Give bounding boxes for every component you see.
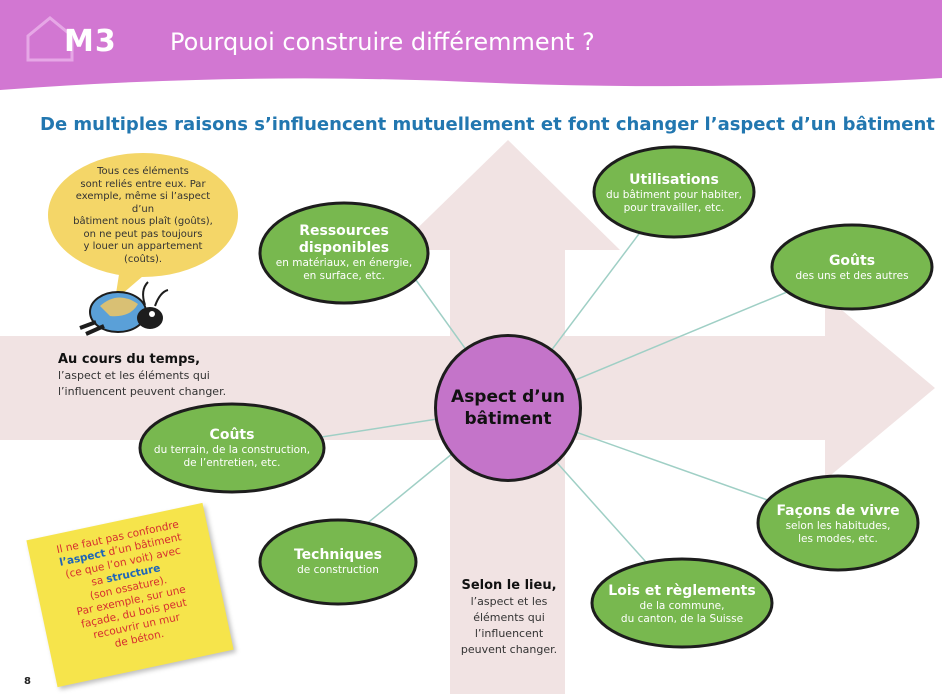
bubble-techniques-shape: [258, 518, 418, 606]
module-badge: M3: [64, 24, 117, 59]
sticky-note-text: Il ne faut pas confondre l’aspect d’un b…: [38, 515, 219, 663]
bubble-couts: Coûts du terrain, de la construction, de…: [142, 406, 322, 490]
time-text: Au cours du temps, l’aspect et les éléme…: [58, 352, 278, 400]
bubble-desc: de l’entretien, etc.: [183, 456, 281, 469]
bug-character: [79, 281, 169, 336]
center-line2: bâtiment: [464, 409, 552, 429]
bubble-desc: du terrain, de la construction,: [153, 443, 311, 456]
bubble-title: Techniques: [293, 547, 383, 563]
page-title: Pourquoi construire différemment ?: [170, 28, 595, 56]
time-text-heading: Au cours du temps: [58, 352, 196, 367]
speech-line: sont reliés entre eux. Par: [80, 178, 206, 190]
time-text-line: l’aspect et les éléments qui: [58, 369, 210, 382]
bubble-facons: Façons de vivre selon les habitudes, les…: [760, 480, 916, 568]
bubble-desc: en matériaux, en énergie,: [275, 257, 413, 269]
bubble-ressources: Ressources disponibles en matériaux, en …: [262, 205, 426, 301]
speech-line: bâtiment nous plaît (goûts),: [73, 216, 213, 227]
bubble-desc: du bâtiment pour habiter,: [606, 188, 742, 201]
bubble-utilisations: Utilisations du bâtiment pour habiter, p…: [596, 150, 752, 236]
place-text-line: peuvent changer.: [460, 643, 558, 656]
place-text-comma: ,: [551, 578, 557, 593]
bubble-title: disponibles: [298, 240, 390, 256]
place-text-heading: Selon le lieu: [461, 578, 552, 593]
bubble-desc: selon les habitudes,: [785, 519, 891, 532]
bubble-facons-shape: [756, 474, 920, 572]
bubble-title: Utilisations: [629, 171, 719, 188]
place-text-line: l’aspect et les: [470, 595, 548, 608]
place-text: Selon le lieu, l’aspect et les éléments …: [444, 578, 574, 658]
time-text-comma: ,: [195, 352, 201, 367]
speech-bubble-text: Tous ces éléments sont reliés entre eux.…: [68, 166, 218, 266]
speech-line: on ne peut pas toujours: [83, 228, 203, 240]
place-text-line: l’influencent: [474, 627, 544, 640]
bubble-couts-shape: [138, 402, 326, 494]
bubble-title: Ressources: [299, 223, 389, 239]
bubble-title: Façons de vivre: [776, 502, 900, 519]
bubble-desc: du canton, de la Suisse: [620, 612, 744, 625]
bubble-ressources-shape: [258, 201, 430, 305]
bubble-title: Coûts: [209, 426, 255, 443]
speech-bubble-shape: [48, 153, 238, 277]
bubble-title: Goûts: [828, 253, 876, 269]
bubble-desc: de la commune,: [639, 599, 725, 612]
bubble-title: Lois et règlements: [608, 582, 756, 599]
subtitle: De multiples raisons s’influencent mutue…: [40, 114, 935, 135]
page-number: 8: [24, 676, 31, 687]
house-icon: [26, 16, 74, 62]
place-text-line: éléments qui: [473, 611, 545, 624]
center-line1: Aspect d’un: [451, 387, 565, 407]
bubble-techniques: Techniques de construction: [262, 522, 414, 602]
speech-line: y louer un appartement: [83, 241, 203, 252]
bubble-lois-shape: [590, 557, 774, 649]
time-text-line: l’influencent peuvent changer.: [58, 385, 227, 398]
bubble-gouts-shape: [770, 223, 934, 311]
speech-line: (coûts).: [123, 253, 163, 265]
banner-shape: [0, 0, 942, 90]
bubble-utilisations-shape: [592, 145, 756, 239]
bubble-desc: pour travailler, etc.: [623, 201, 725, 214]
bubble-desc: en surface, etc.: [303, 270, 385, 282]
bubble-desc: de construction: [297, 564, 379, 576]
center-bubble: Aspect d’un bâtiment: [434, 334, 582, 482]
speech-line: Tous ces éléments: [97, 166, 189, 177]
bubble-desc: des uns et des autres: [795, 270, 909, 282]
bubble-lois: Lois et règlements de la commune, du can…: [594, 562, 770, 646]
speech-line: exemple, même si l’aspect d’un: [75, 191, 211, 215]
bubble-gouts: Goûts des uns et des autres: [774, 228, 930, 308]
center-label: Aspect d’un bâtiment: [448, 386, 568, 430]
header-banner: [0, 0, 942, 90]
bubble-desc: les modes, etc.: [798, 532, 878, 545]
